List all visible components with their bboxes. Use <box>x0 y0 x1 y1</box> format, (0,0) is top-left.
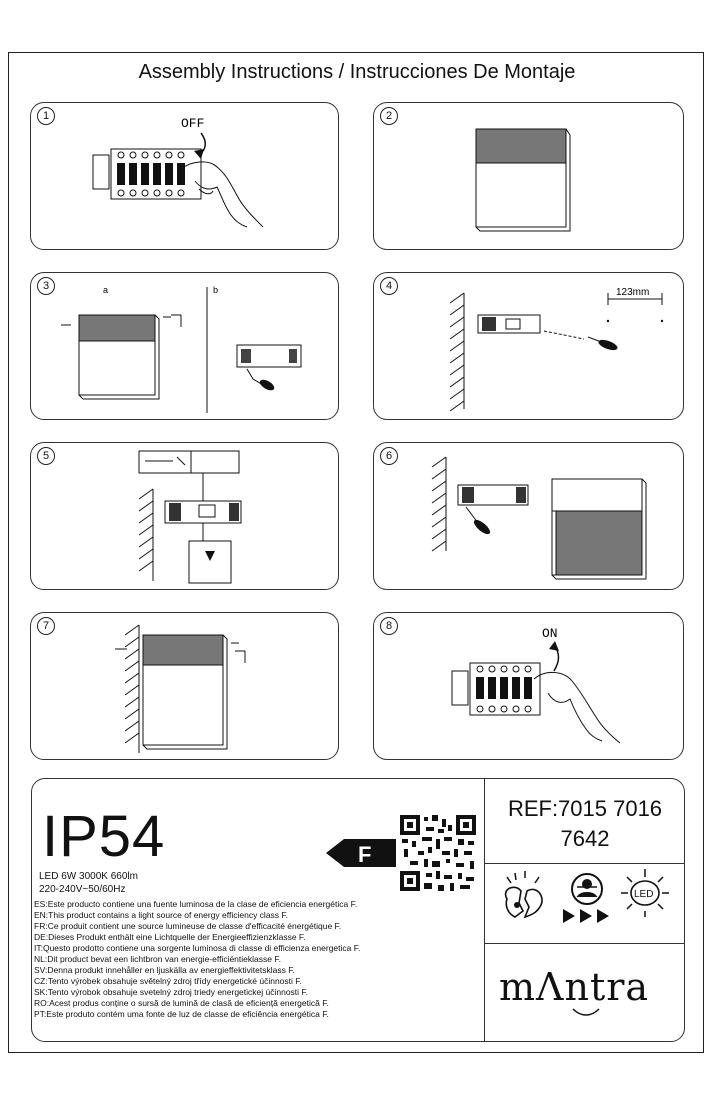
disassembly-illustration: a b <box>61 285 302 413</box>
energy-note: ES:Este producto contiene una fuente lum… <box>34 899 358 909</box>
arrow-triangles-icon <box>563 909 609 923</box>
step-3-panel: 3 a b <box>30 272 339 420</box>
energy-class-letter: F <box>358 842 371 867</box>
wiring-illustration <box>138 450 242 584</box>
lamp-front-illustration <box>475 128 571 232</box>
measurement-label: 123mm <box>616 287 649 298</box>
energy-note: EN:This product contains a light source … <box>34 910 289 920</box>
divider <box>485 943 685 944</box>
step-6-panel: 6 <box>373 442 684 590</box>
product-info-box: IP54 LED 6W 3000K 660lm 220-240V~50/60Hz… <box>31 778 685 1042</box>
fix-lamp-illustration <box>115 624 246 753</box>
step-7-panel: 7 <box>30 612 339 760</box>
energy-note: FR:Ce produit contient une source lumine… <box>34 921 342 931</box>
reference-number-2: 7642 <box>560 826 610 851</box>
qr-code <box>400 815 476 891</box>
wall-mounting-illustration: 123mm <box>449 287 664 412</box>
spec-voltage: 220-240V~50/60Hz <box>39 884 126 895</box>
energy-note: DE:Dieses Produkt enthält eine Lichtquel… <box>34 932 306 942</box>
logo-smile <box>572 1008 600 1016</box>
energy-note: CZ:Tento výrobek obsahuje světelný zdroj… <box>34 976 302 986</box>
energy-note: SK:Tento výrobok obsahuje svetelný zdroj… <box>34 987 309 997</box>
step-number: 8 <box>380 617 398 635</box>
led-icon: LED <box>621 869 669 917</box>
sub-label-b: b <box>213 285 218 295</box>
step-number: 3 <box>37 277 55 295</box>
recycle-person-icon <box>571 873 603 905</box>
step-number: 5 <box>37 447 55 465</box>
step-1-panel: 1 OFF <box>30 102 339 250</box>
brand-logo: mΛntra <box>499 965 650 1009</box>
led-icon-label: LED <box>634 889 653 900</box>
reference-column: REF:7015 7016 7642 <box>484 779 685 1041</box>
step-number: 7 <box>37 617 55 635</box>
breaker-on-illustration: ON <box>451 626 621 744</box>
step-number: 1 <box>37 107 55 125</box>
step-8-panel: 8 ON <box>373 612 684 760</box>
page-title: Assembly Instructions / Instrucciones De… <box>138 61 576 83</box>
step-number: 6 <box>380 447 398 465</box>
ip-rating: IP54 <box>42 804 166 869</box>
breaker-off-illustration: OFF <box>92 116 264 228</box>
energy-note: SV:Denna produkt innehåller en ljuskälla… <box>34 965 295 975</box>
step-2-panel: 2 <box>373 102 684 250</box>
broken-lamp-icon <box>504 871 543 919</box>
energy-note: PT:Este produto contém uma fonte de luz … <box>34 1009 329 1019</box>
energy-note: RO:Acest produs conține o sursă de lumin… <box>34 998 329 1008</box>
off-label: OFF <box>181 116 204 131</box>
step-5-panel: 5 <box>30 442 339 590</box>
step-number: 4 <box>380 277 398 295</box>
divider <box>485 863 685 864</box>
reference-number: REF:7015 7016 <box>507 796 663 821</box>
energy-note: IT:Questo prodotto contiene una sorgente… <box>34 943 361 953</box>
instruction-sheet <box>8 52 704 1053</box>
energy-class-arrow: F <box>326 839 396 867</box>
step-4-panel: 4 123mm <box>373 272 684 420</box>
spec-power: LED 6W 3000K 660lm <box>39 871 138 882</box>
install-lamp-illustration <box>431 456 647 580</box>
step-number: 2 <box>380 107 398 125</box>
sub-label-a: a <box>103 285 108 295</box>
icon-row: LED <box>504 869 669 923</box>
energy-note: NL:Dit product bevat een lichtbron van e… <box>34 954 281 964</box>
on-label: ON <box>542 626 558 641</box>
